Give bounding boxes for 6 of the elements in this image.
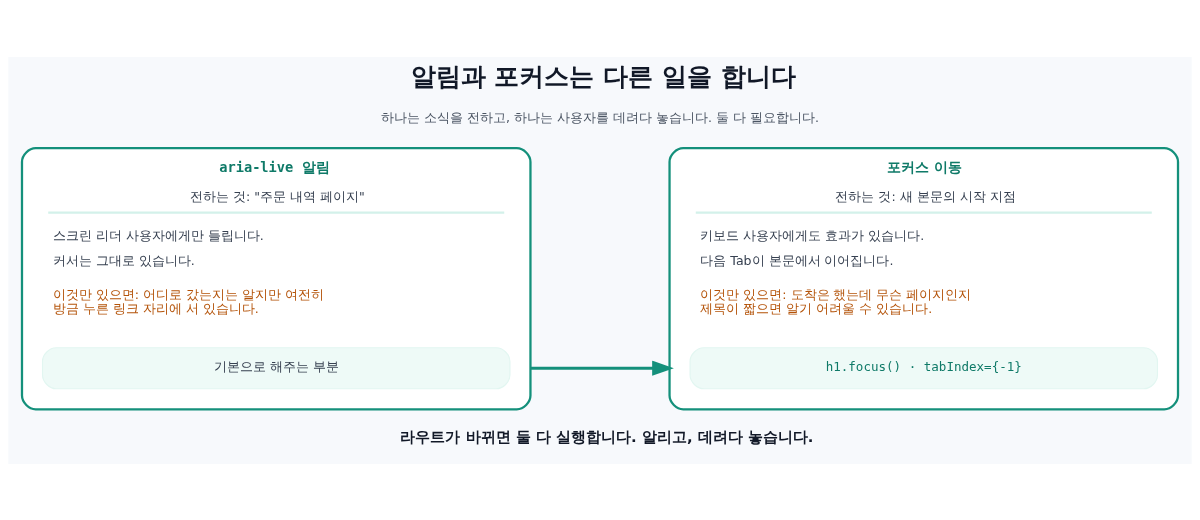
node-box: h1.focus() · tabIndex={-1} <box>689 346 1159 389</box>
arrow <box>530 360 674 376</box>
label: 하나는 소식을 전하고, 하나는 사용자를 데려다 놓습니다. 둘 다 필요합니다. <box>381 109 819 125</box>
node-box: 기본으로 해주는 부분 <box>41 346 511 389</box>
diagram-title: 알림과 포커스는 다른 일을 합니다 <box>410 61 796 91</box>
caption: 라우트가 바뀌면 둘 다 실행합니다. 알리고, 데려다 놓습니다. <box>400 427 814 445</box>
